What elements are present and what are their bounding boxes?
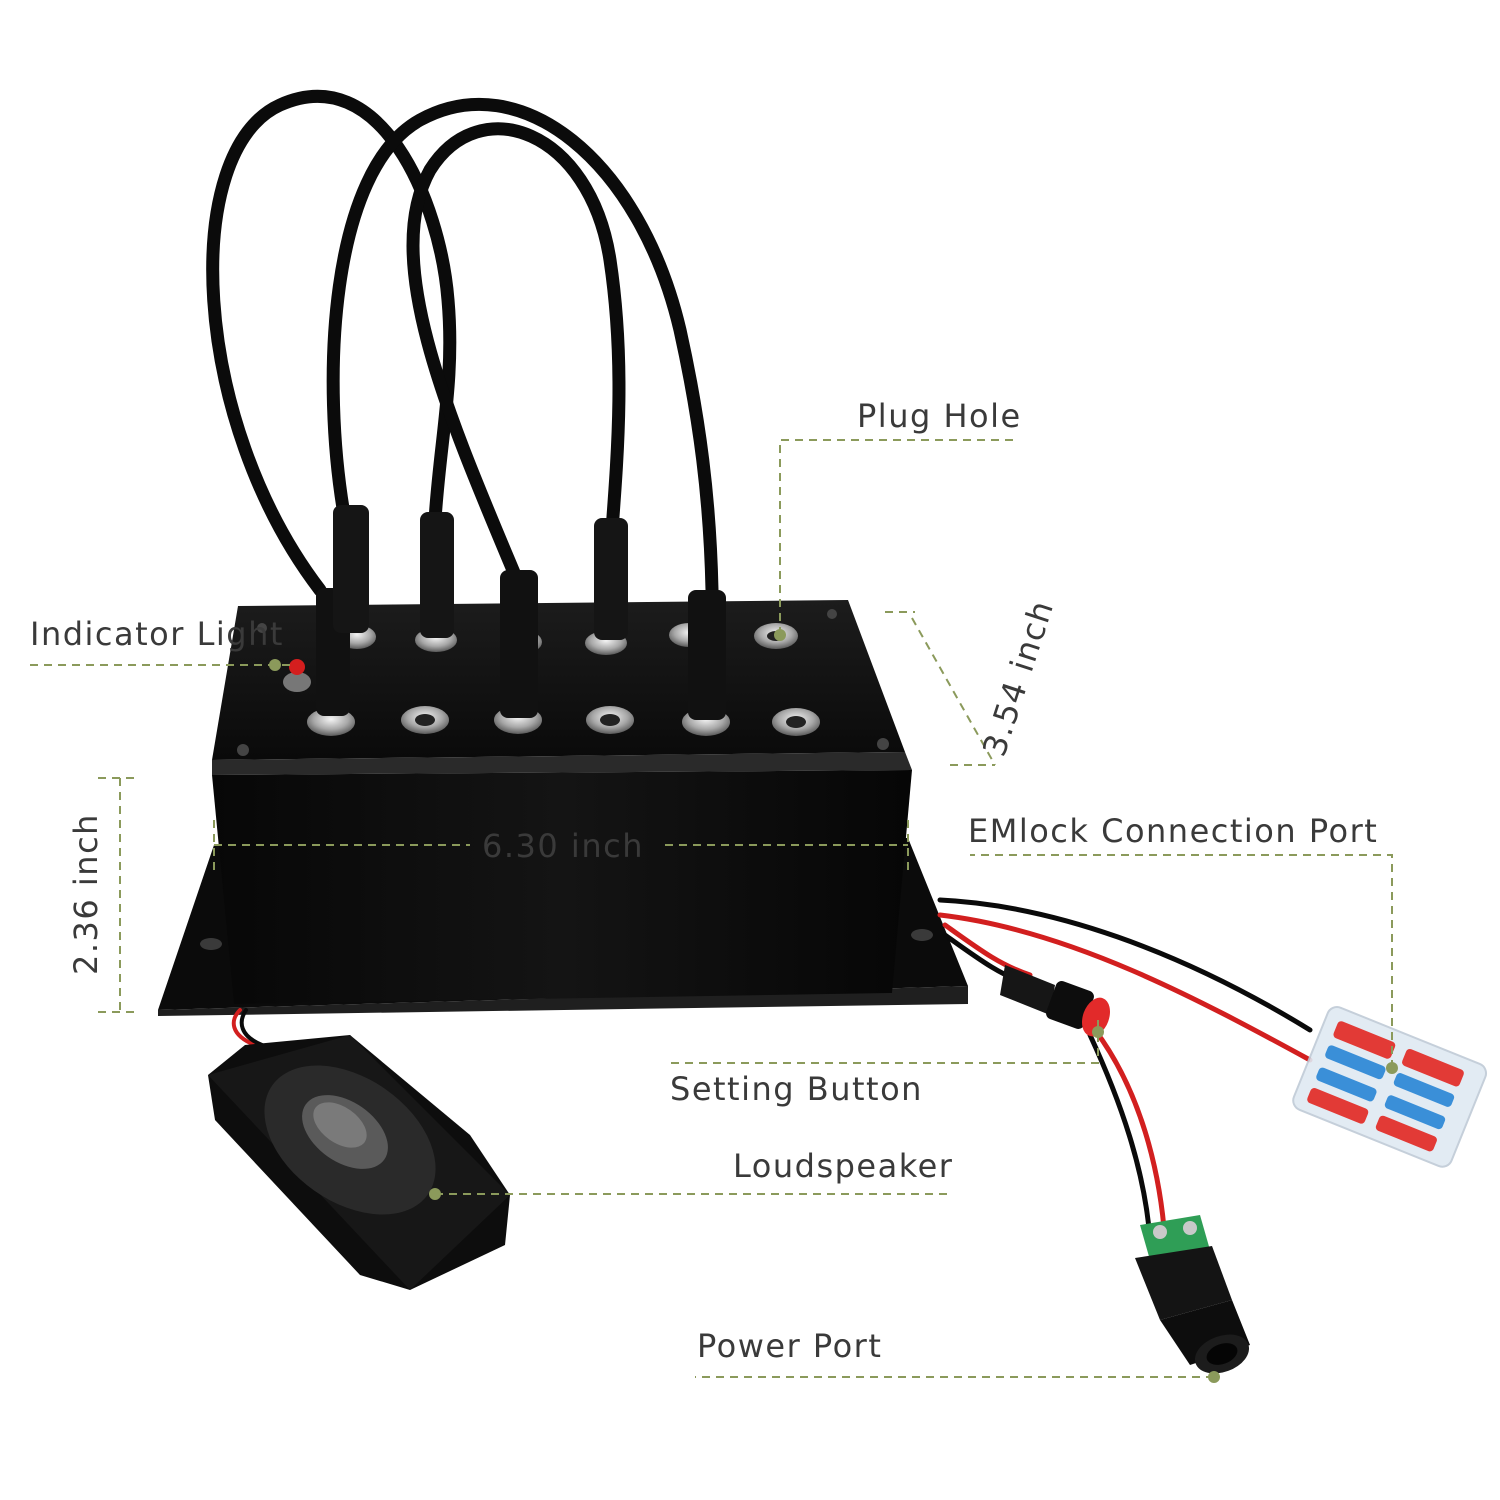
label-emlock-connection-port: EMlock Connection Port bbox=[968, 812, 1379, 850]
setting-button-icon bbox=[1000, 965, 1111, 1037]
loudspeaker-icon bbox=[208, 1035, 510, 1290]
patch-cables bbox=[206, 89, 719, 597]
enclosure-box bbox=[212, 600, 912, 1004]
dimension-height: 2.36 inch bbox=[67, 813, 105, 975]
emlock-connector-icon bbox=[1292, 1006, 1488, 1168]
label-setting-button: Setting Button bbox=[670, 1070, 923, 1108]
leader-dots bbox=[269, 629, 1398, 1383]
power-connector-icon bbox=[1135, 1215, 1250, 1374]
label-plug-hole: Plug Hole bbox=[857, 397, 1022, 435]
label-indicator-light: Indicator Light bbox=[30, 615, 284, 653]
label-loudspeaker: Loudspeaker bbox=[733, 1147, 954, 1185]
label-power-port: Power Port bbox=[697, 1327, 883, 1365]
cable-plugs bbox=[316, 505, 726, 720]
dimension-width: 6.30 inch bbox=[482, 827, 644, 865]
indicator-light-icon bbox=[283, 659, 311, 692]
